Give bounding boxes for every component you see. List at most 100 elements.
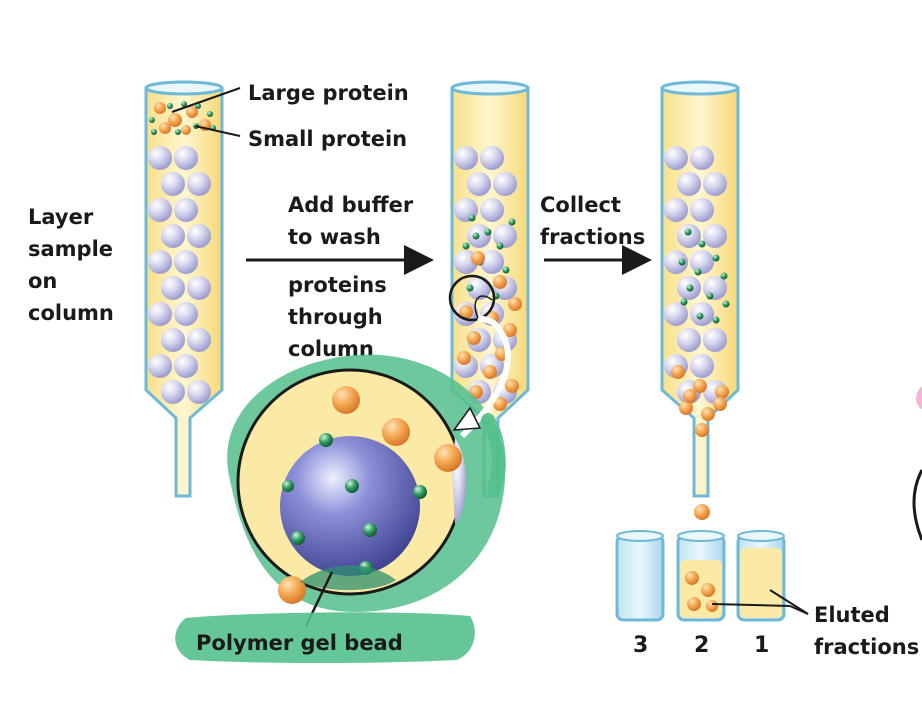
small-protein-b [345,479,359,493]
zoom-circle [448,274,496,322]
column-bead [174,354,198,378]
small-protein [496,242,504,250]
column-bead [690,198,714,222]
column-bead [187,328,211,352]
column-bead [161,224,185,248]
column-bead [161,276,185,300]
small-protein [712,316,720,324]
collection-tubes: 3 2 1 [615,530,786,658]
small-protein [472,232,480,240]
small-protein [468,214,476,222]
small-protein [686,284,694,292]
large-protein [471,251,485,265]
eluted-line1: Eluted [814,603,890,627]
column-bead [703,172,727,196]
eluted-line2: fractions [814,635,919,659]
column-bead [454,146,478,170]
column-bead [690,146,714,170]
column-1 [144,80,224,498]
sample-layer [149,101,216,135]
tube-3 [615,530,665,622]
column-bead [677,172,701,196]
zoom-inset: Polymer gel bead [175,295,511,663]
column-bead [677,328,701,352]
small-protein-d [413,485,427,499]
column-bead [664,250,688,274]
small-protein-f [291,531,305,545]
column-bead [480,198,504,222]
polymer-bead [280,436,420,576]
large-protein [483,365,497,379]
column-bead [174,146,198,170]
small-protein [508,218,516,226]
large-protein [683,389,697,403]
small-protein [712,254,720,262]
large-protein-2 [382,418,410,446]
highlight-stroke-inner [300,565,396,591]
small-protein [720,272,728,280]
eluted-leader-b [769,589,809,615]
column-bead [161,328,185,352]
column-bead [148,198,172,222]
large-protein [679,401,693,415]
tube-1 [736,530,786,622]
step3-label: Collect fractions [540,193,645,249]
column-bead [677,224,701,248]
tube-number-3: 3 [633,633,648,658]
step2-line4: through [288,305,383,329]
column-bead [664,302,688,326]
large-protein [695,423,709,437]
small-protein [678,258,686,266]
large-protein [508,297,522,311]
step1-line3: on [28,269,57,293]
column-bead [174,302,198,326]
small-protein [696,312,704,320]
tube-2 [676,530,726,622]
small-protein [694,268,702,276]
column-bead [148,146,172,170]
eluted-leader-a [711,603,791,607]
eluted-leader-c [789,605,809,615]
small-protein [706,292,714,300]
small-protein [680,298,688,306]
column-bead [493,172,517,196]
column-2-beads [454,146,522,411]
small-protein-label: Small protein [248,127,407,151]
small-protein [484,228,492,236]
large-protein [693,379,707,393]
column-bead [480,250,504,274]
zoom-connector-outline [474,295,493,319]
column-bead [467,276,491,300]
edge-mark-pink [916,386,922,410]
column-bead [664,146,688,170]
column-bead [148,354,172,378]
large-protein [467,331,481,345]
column-bead [493,224,517,248]
small-protein-leader [194,125,241,137]
small-protein [722,300,730,308]
column-bead [187,224,211,248]
large-protein-1 [332,386,360,414]
column-bead [174,250,198,274]
step3-line1: Collect [540,193,621,217]
column-bead [690,250,714,274]
large-protein [457,351,471,365]
column-1-beads [148,146,211,404]
connector-arrowhead [452,406,482,431]
zoom-connector [459,315,511,439]
large-protein [503,323,517,337]
edge-mark-arc [912,469,922,541]
small-protein-a [319,433,333,447]
small-protein [502,266,510,274]
large-protein-4 [278,576,306,604]
step3-line2: fractions [540,225,645,249]
small-protein [466,284,474,292]
large-protein [671,365,685,379]
tube-number-1: 1 [754,633,769,658]
bead-label-highlight [175,612,475,663]
column-bead [467,172,491,196]
step2-line1: Add buffer [288,193,414,217]
column-bead [148,302,172,326]
step1-label: Layer sample on column [28,205,114,325]
step2-line3: proteins [288,273,387,297]
